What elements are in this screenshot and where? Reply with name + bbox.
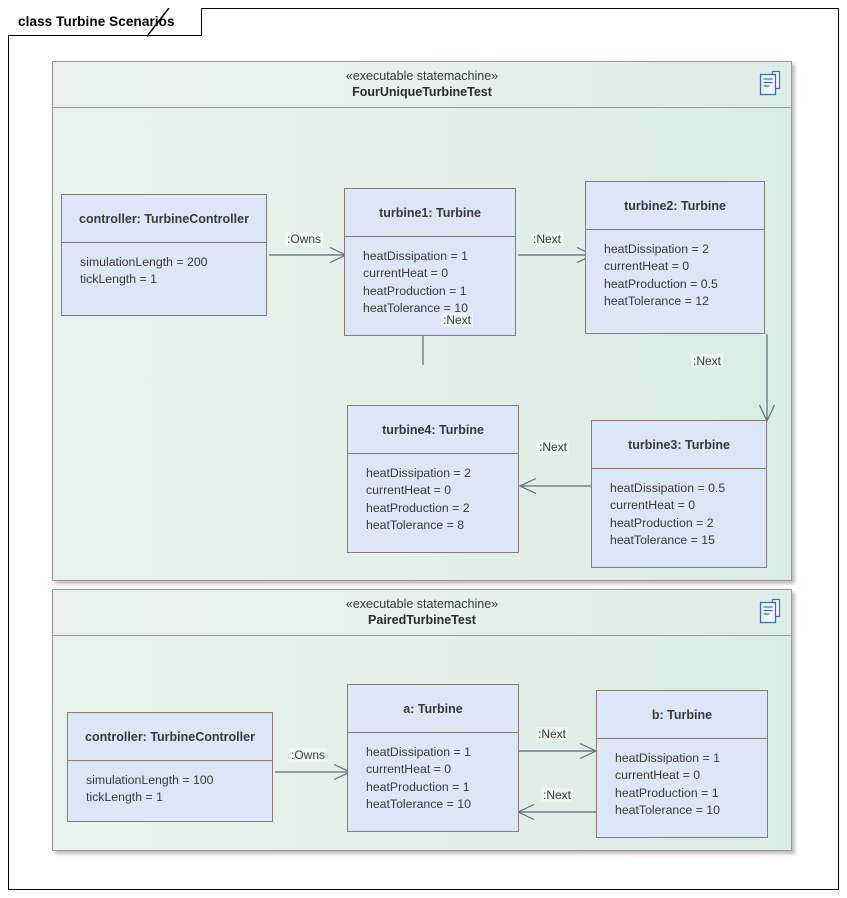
node-attribute: heatTolerance = 10 bbox=[366, 796, 471, 811]
node-attribute: heatProduction = 2 bbox=[366, 500, 470, 515]
node-attribute: simulationLength = 200 bbox=[80, 255, 208, 269]
package-header: «executable statemachine» FourUniqueTurb… bbox=[53, 62, 791, 108]
node-attribute: heatDissipation = 1 bbox=[363, 249, 468, 263]
connector-label-next-3-4: :Next bbox=[537, 440, 570, 454]
node-attribute: currentHeat = 0 bbox=[610, 498, 696, 513]
node-attribute: tickLength = 1 bbox=[86, 790, 163, 805]
node-attribute: heatDissipation = 2 bbox=[366, 466, 471, 480]
node-attribute: simulationLength = 100 bbox=[86, 773, 214, 787]
diagram-frame bbox=[8, 8, 839, 890]
package-name: FourUniqueTurbineTest bbox=[352, 85, 492, 99]
package-stereotype: «executable statemachine» bbox=[345, 597, 499, 611]
package-body: :Owns :Next :Next controller: TurbineCon… bbox=[53, 636, 791, 850]
node-title: turbine1: Turbine bbox=[345, 189, 515, 237]
package-name: PairedTurbineTest bbox=[368, 613, 476, 627]
connector-next-a-b[interactable] bbox=[519, 742, 599, 760]
connector-label-next-1-2: :Next bbox=[531, 232, 564, 246]
connector-owns[interactable] bbox=[275, 763, 353, 781]
node-attributes: heatDissipation = 1 currentHeat = 0 heat… bbox=[348, 733, 518, 823]
diagram-frame-tab: class Turbine Scenarios bbox=[8, 8, 202, 36]
node-attribute: heatTolerance = 12 bbox=[604, 293, 709, 308]
node-title: turbine3: Turbine bbox=[592, 421, 766, 469]
node-title: turbine2: Turbine bbox=[586, 182, 764, 230]
node-controller[interactable]: controller: TurbineController simulation… bbox=[61, 194, 267, 316]
node-attribute: currentHeat = 0 bbox=[615, 768, 701, 783]
node-attribute: tickLength = 1 bbox=[80, 272, 157, 287]
node-attributes: heatDissipation = 1 currentHeat = 0 heat… bbox=[345, 237, 515, 327]
connector-next-b-a[interactable] bbox=[516, 803, 599, 821]
node-attribute: heatDissipation = 0.5 bbox=[610, 481, 726, 495]
node-turbine1[interactable]: turbine1: Turbine heatDissipation = 1 cu… bbox=[344, 188, 516, 336]
node-attribute: heatProduction = 0.5 bbox=[604, 276, 718, 291]
node-attributes: heatDissipation = 0.5 currentHeat = 0 he… bbox=[592, 469, 766, 559]
document-icon bbox=[759, 598, 781, 624]
node-attributes: heatDissipation = 1 currentHeat = 0 heat… bbox=[597, 739, 767, 829]
package-body: :Owns :Next :Next bbox=[53, 108, 791, 580]
connector-label-owns: :Owns bbox=[285, 232, 324, 246]
node-turbine-b[interactable]: b: Turbine heatDissipation = 1 currentHe… bbox=[596, 690, 768, 838]
node-attribute: currentHeat = 0 bbox=[363, 266, 449, 281]
node-attribute: heatProduction = 2 bbox=[610, 515, 714, 530]
document-icon bbox=[759, 70, 781, 96]
node-attribute: heatTolerance = 10 bbox=[363, 300, 468, 315]
connector-label-next-4-1: :Next bbox=[441, 313, 474, 327]
node-title: b: Turbine bbox=[597, 691, 767, 739]
package-stereotype: «executable statemachine» bbox=[345, 69, 499, 83]
connector-label-next-a-b: :Next bbox=[536, 727, 569, 741]
node-attribute: currentHeat = 0 bbox=[366, 762, 452, 777]
node-turbine4[interactable]: turbine4: Turbine heatDissipation = 2 cu… bbox=[347, 405, 519, 553]
connector-next-3-4[interactable] bbox=[518, 477, 595, 495]
node-title: a: Turbine bbox=[348, 685, 518, 733]
node-attributes: simulationLength = 200 tickLength = 1 bbox=[62, 243, 266, 299]
connector-label-owns: :Owns bbox=[289, 748, 328, 762]
node-controller[interactable]: controller: TurbineController simulation… bbox=[67, 712, 273, 822]
node-title: controller: TurbineController bbox=[68, 713, 272, 761]
node-attributes: heatDissipation = 2 currentHeat = 0 heat… bbox=[586, 230, 764, 320]
connector-label-next-2-3: :Next bbox=[691, 354, 724, 368]
package-four-unique-turbine-test[interactable]: «executable statemachine» FourUniqueTurb… bbox=[52, 61, 792, 581]
connector-owns[interactable] bbox=[269, 246, 349, 264]
node-title: turbine4: Turbine bbox=[348, 406, 518, 454]
node-attribute: heatDissipation = 1 bbox=[366, 745, 471, 759]
package-paired-turbine-test[interactable]: «executable statemachine» PairedTurbineT… bbox=[52, 589, 792, 851]
node-attribute: heatTolerance = 10 bbox=[615, 802, 720, 817]
node-attribute: heatProduction = 1 bbox=[615, 785, 719, 800]
frame-tab-slant bbox=[147, 8, 177, 37]
node-attributes: heatDissipation = 2 currentHeat = 0 heat… bbox=[348, 454, 518, 544]
connector-next-2-3[interactable] bbox=[758, 334, 776, 424]
node-attribute: heatProduction = 1 bbox=[366, 779, 470, 794]
node-attribute: currentHeat = 0 bbox=[604, 259, 690, 274]
node-attributes: simulationLength = 100 tickLength = 1 bbox=[68, 761, 272, 817]
connector-label-next-b-a: :Next bbox=[541, 788, 574, 802]
diagram-frame-label: class Turbine Scenarios bbox=[18, 14, 175, 29]
node-attribute: heatTolerance = 15 bbox=[610, 532, 715, 547]
node-turbine3[interactable]: turbine3: Turbine heatDissipation = 0.5 … bbox=[591, 420, 767, 568]
node-turbine-a[interactable]: a: Turbine heatDissipation = 1 currentHe… bbox=[347, 684, 519, 832]
node-attribute: heatDissipation = 2 bbox=[604, 242, 709, 256]
node-attribute: heatDissipation = 1 bbox=[615, 751, 720, 765]
node-attribute: currentHeat = 0 bbox=[366, 483, 452, 498]
node-attribute: heatTolerance = 8 bbox=[366, 517, 465, 532]
node-turbine2[interactable]: turbine2: Turbine heatDissipation = 2 cu… bbox=[585, 181, 765, 334]
node-title: controller: TurbineController bbox=[62, 195, 266, 243]
node-attribute: heatProduction = 1 bbox=[363, 283, 467, 298]
package-header: «executable statemachine» PairedTurbineT… bbox=[53, 590, 791, 636]
